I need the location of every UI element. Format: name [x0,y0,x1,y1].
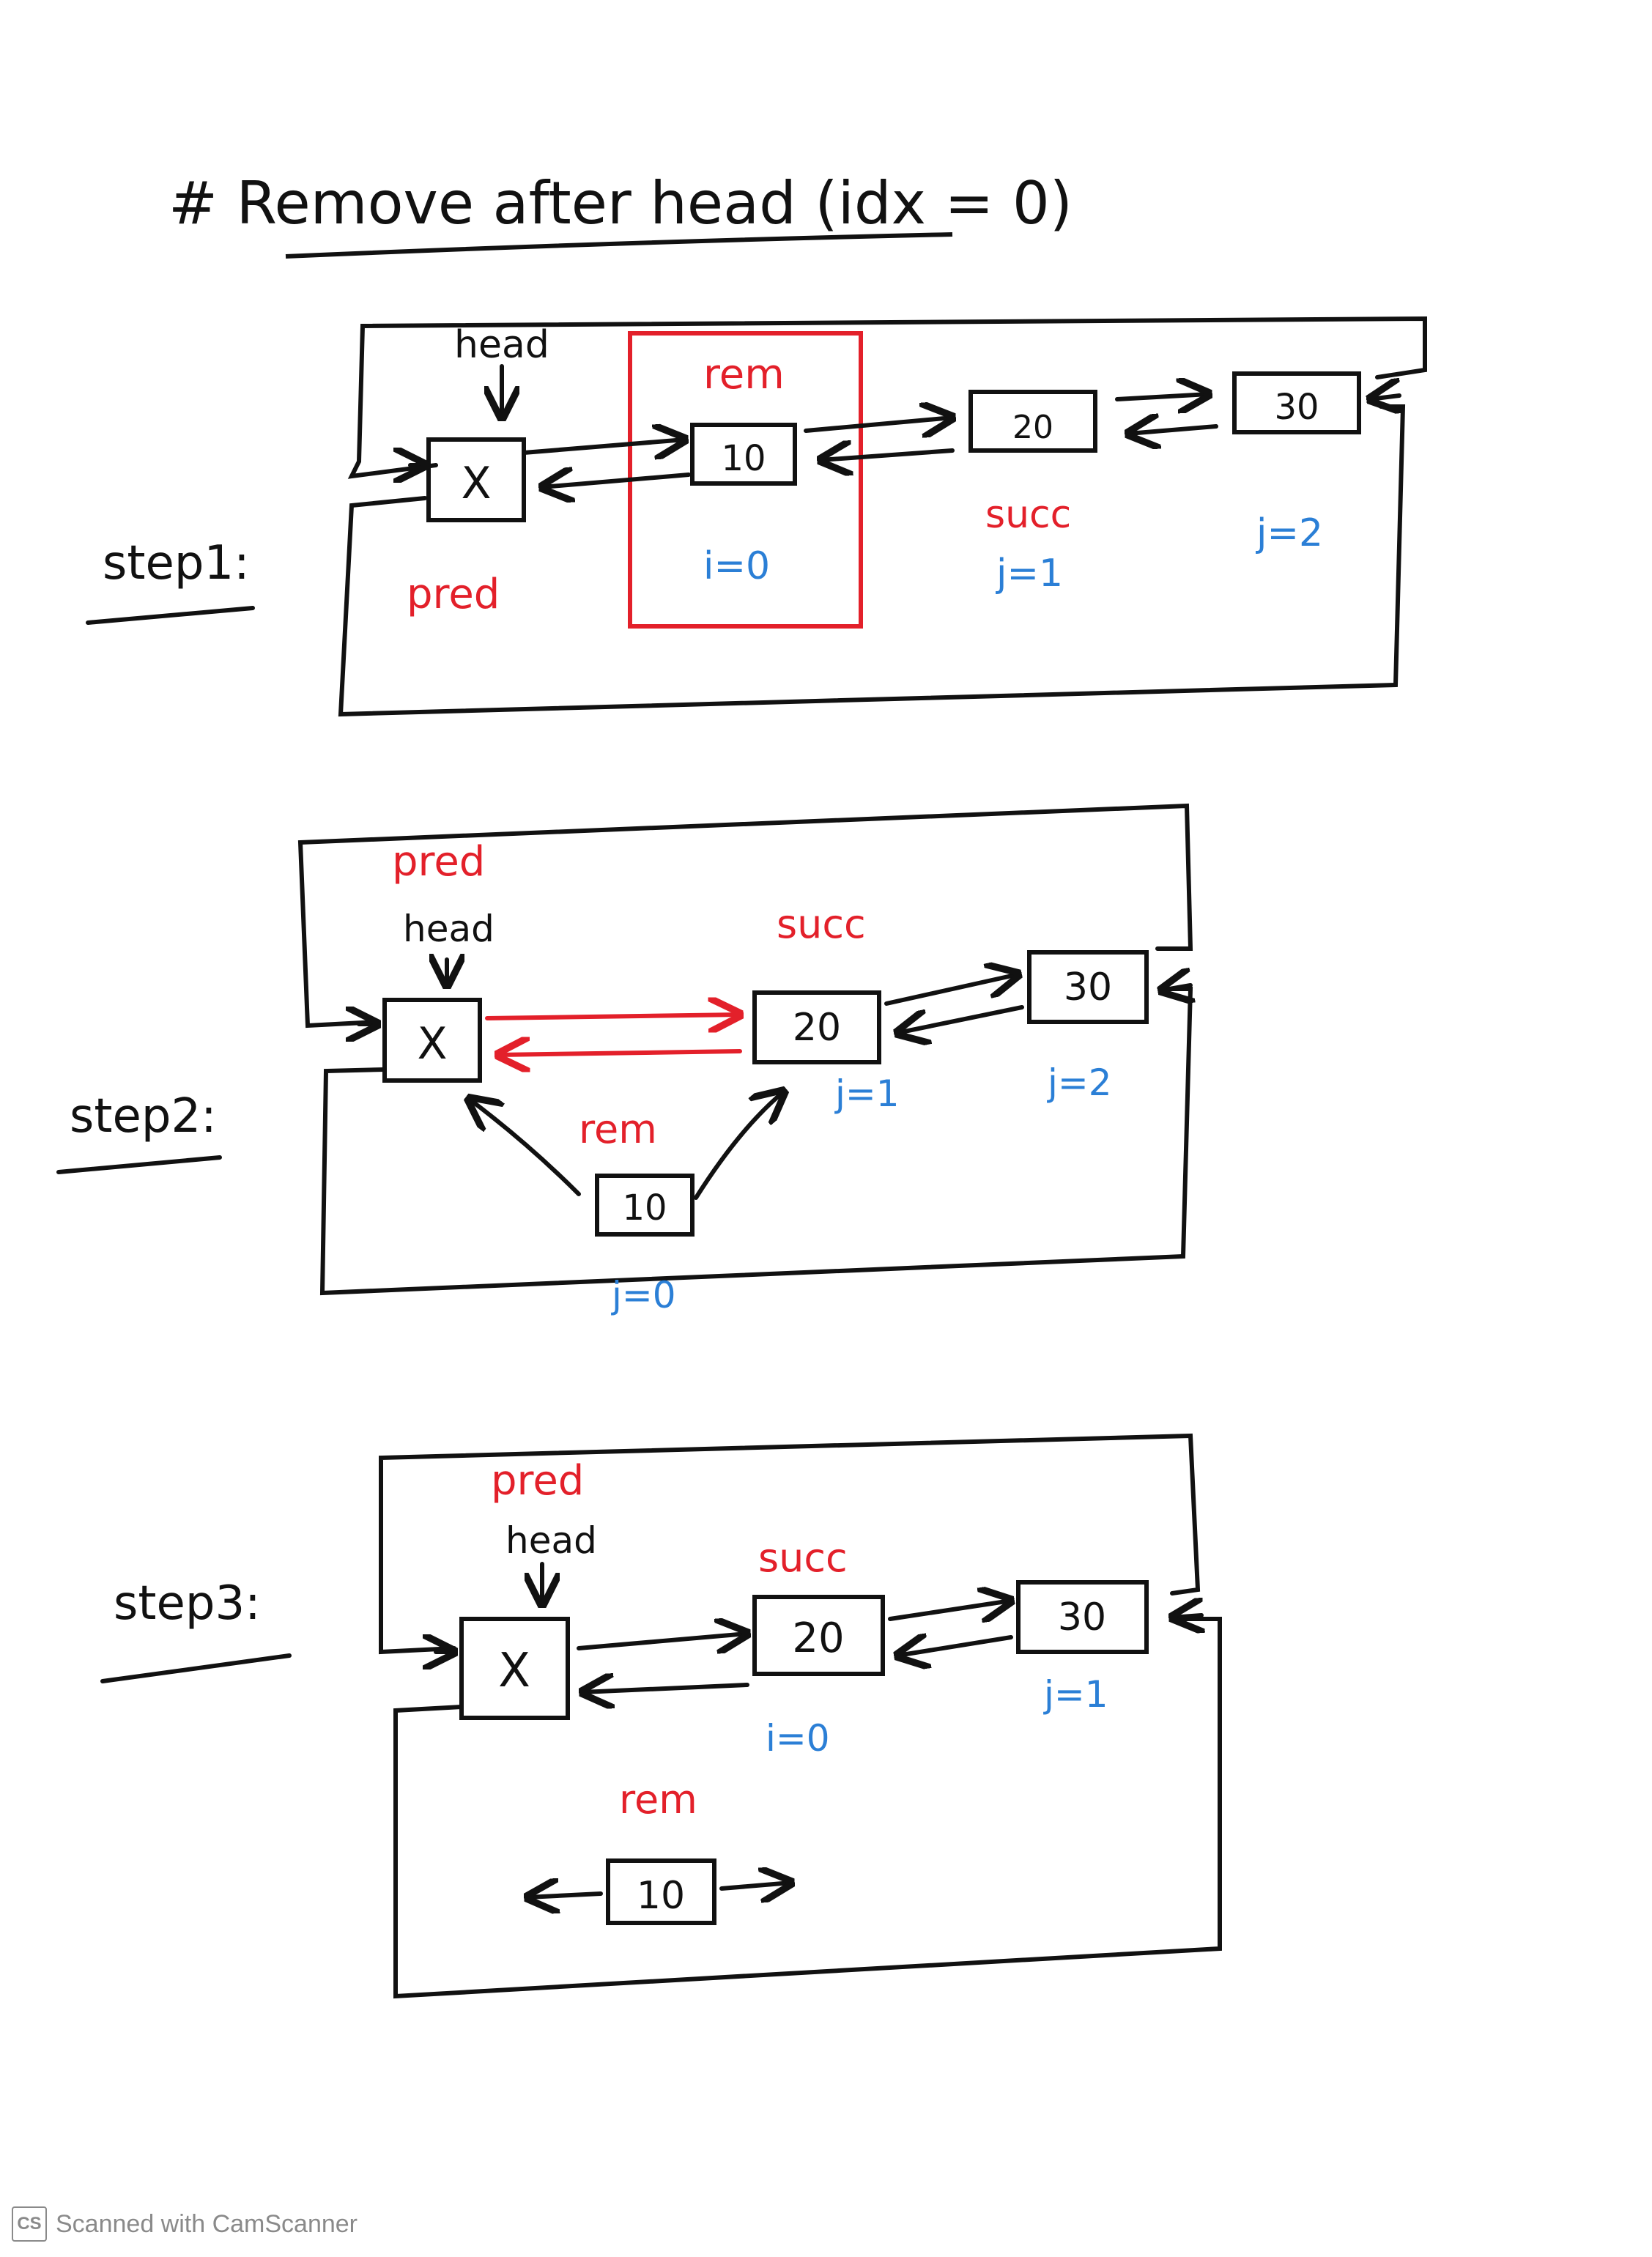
index-label: j=1 [996,552,1063,596]
link-arrow [897,1637,1013,1656]
node-value: 10 [637,1874,685,1918]
link-arrow [542,475,691,487]
removed-node-null-prev [527,1894,603,1897]
pointer-label-succ: succ [777,901,866,947]
pointer-label-pred: pred [407,571,500,618]
wrap-line-top [379,1433,1201,1655]
node-20 [752,990,881,1064]
index-label: i=0 [703,544,770,588]
rem-prev-arrow [469,1099,581,1196]
title-underline [285,232,953,259]
pointer-label-pred: pred [491,1457,584,1505]
removed-node-null-next [719,1883,791,1889]
watermark-text: Scanned with CamScanner [56,2209,358,2238]
node-head [426,437,526,522]
node-30 [1232,371,1361,434]
relink-arrow-next [485,1015,740,1018]
relink-arrow-prev [498,1051,742,1055]
pointer-label-succ: succ [985,493,1071,537]
node-10-removed [595,1174,694,1237]
node-value: 20 [793,1006,841,1050]
wrap-line-top [347,316,1427,479]
index-label: j=2 [1047,1061,1112,1104]
link-arrow [577,1634,747,1648]
link-arrow [522,440,685,453]
title: # Remove after head (idx = 0) [168,169,1073,259]
wrap-arrow [1172,1615,1201,1617]
link-arrow [884,974,1018,1006]
link-arrow [888,1601,1011,1619]
step-label-underline [86,606,255,625]
pointer-label-succ: succ [758,1535,848,1581]
node-value: 10 [721,438,766,479]
node-value: 30 [1058,1596,1106,1639]
node-value: 20 [1012,409,1053,446]
step-2: step2: X 20 30 10 pred head succ rem j=1… [56,803,1193,1316]
node-value: 10 [622,1187,667,1228]
node-head [382,998,482,1083]
node-value: 20 [792,1615,844,1662]
index-label: j=1 [834,1072,900,1115]
link-arrow [1128,426,1218,434]
node-value: X [461,458,491,509]
wrap-arrow [1161,985,1190,990]
link-arrow [897,1005,1024,1033]
step-label: step1: [103,536,250,590]
node-30 [1027,950,1149,1024]
camscanner-logo-icon: CS [12,2206,47,2242]
node-30 [1016,1580,1149,1654]
step-label-underline [100,1653,292,1683]
index-label: j=0 [611,1274,676,1316]
node-20 [752,1595,885,1676]
step-3: step3: X 20 30 10 pred head succ rem i=0… [100,1433,1222,1999]
node-value: X [417,1018,447,1070]
index-label: i=0 [766,1717,830,1760]
step-label: step2: [70,1089,217,1144]
pointer-label-pred: pred [392,838,485,886]
step-label-underline [56,1155,222,1174]
node-value: 30 [1274,387,1319,428]
wrap-arrow [1370,396,1399,399]
link-arrow [804,418,952,431]
node-value: X [498,1644,530,1698]
wrap-line-top [297,803,1193,1029]
wrap-line-bottom [393,1617,1222,1999]
index-label: j=2 [1256,511,1323,555]
pointer-label-head: head [403,908,495,950]
step-label: step3: [114,1576,261,1631]
pointer-label-head: head [505,1519,597,1562]
node-20 [968,390,1097,453]
rem-next-arrow [694,1092,784,1200]
pointer-label-head: head [454,323,549,367]
index-label: j=1 [1043,1673,1108,1716]
node-10-removed [606,1858,716,1925]
link-arrow [582,1685,749,1692]
page-title: # Remove after head (idx = 0) [168,169,1073,237]
node-value: 30 [1064,966,1112,1009]
step-1: step1: X 10 20 30 head rem pred succ i=0… [86,316,1427,717]
link-arrow [1115,394,1209,399]
wrap-line-bottom [338,404,1406,717]
pointer-label-rem: rem [619,1776,697,1823]
pointer-label-rem: rem [703,351,785,399]
scanner-watermark: CS Scanned with CamScanner [12,2205,358,2243]
link-arrow [821,451,955,460]
pointer-label-rem: rem [579,1106,657,1152]
node-10 [690,423,797,486]
node-head [459,1617,570,1720]
